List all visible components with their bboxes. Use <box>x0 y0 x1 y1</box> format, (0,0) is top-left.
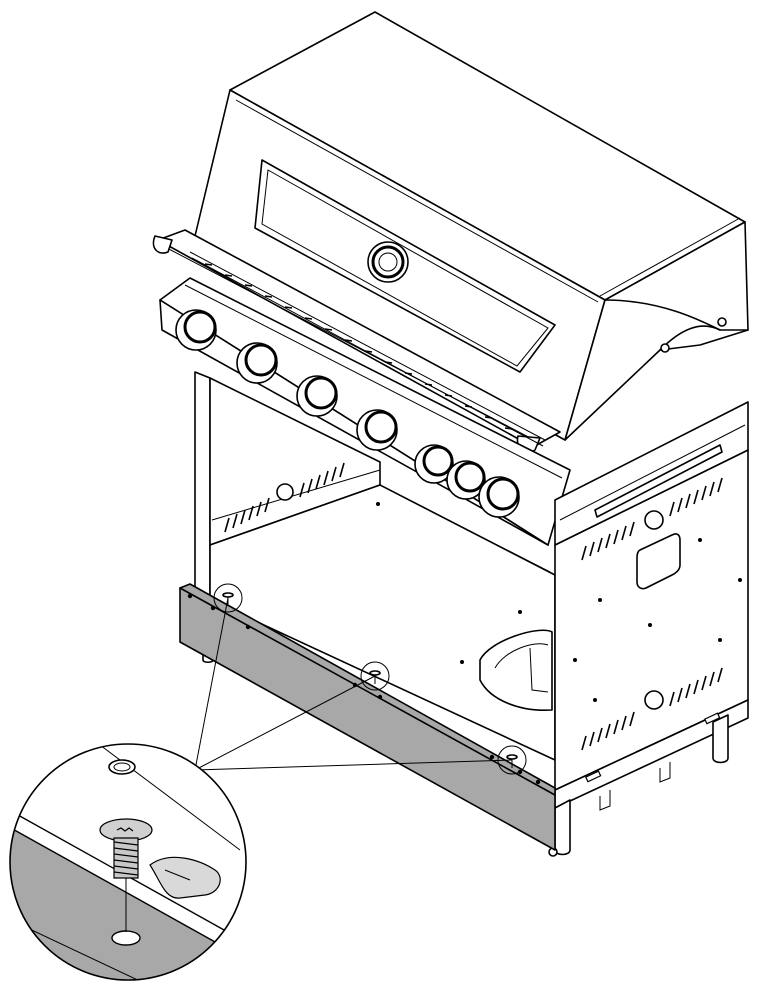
detail-magnifier <box>9 743 247 981</box>
bolt-icon <box>213 583 243 613</box>
bolt-icon <box>99 818 153 932</box>
control-knob-icon <box>356 409 398 451</box>
bolt-icon <box>360 661 390 691</box>
control-knob-icon <box>236 342 278 384</box>
control-knob-icon <box>478 476 520 518</box>
vent-strip <box>189 251 546 447</box>
rail-bolt-callouts <box>213 583 527 775</box>
control-knob-icon <box>296 375 338 417</box>
control-knobs <box>175 309 520 518</box>
cart-frame <box>194 371 749 857</box>
control-knob-icon <box>175 309 217 351</box>
leader-lines <box>194 597 513 771</box>
temperature-gauge-icon <box>367 241 409 283</box>
control-knob-icon <box>414 444 454 484</box>
control-knob-icon <box>446 460 486 500</box>
